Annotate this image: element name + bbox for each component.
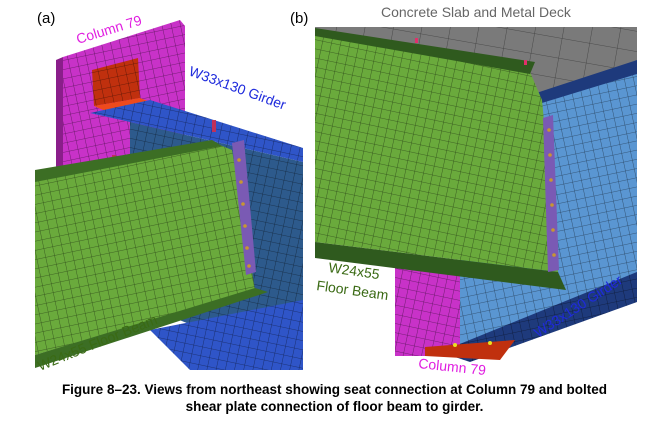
label-column-79-b: Column 79 <box>418 355 487 378</box>
panel-a-tag: (a) <box>37 10 55 27</box>
label-floor-beam-b-line1: W24x55 <box>328 259 381 282</box>
seat-angle <box>92 58 155 112</box>
panel-b: (b) Concrete Slab and Metal Deck <box>290 4 637 378</box>
floor-beam-model-b <box>315 28 566 290</box>
panel-b-tag: (b) <box>290 10 308 27</box>
column-79-model-b <box>395 260 515 360</box>
panel-a: (a) <box>35 10 303 374</box>
figure-image: (a) <box>35 4 637 378</box>
figure-caption: Figure 8–23. Views from northeast showin… <box>0 381 669 415</box>
caption-line-1: Figure 8–23. Views from northeast showin… <box>61 382 608 397</box>
label-slab: Concrete Slab and Metal Deck <box>381 4 572 20</box>
caption-line-2: shear plate connection of floor beam to … <box>185 399 484 414</box>
label-girder-a: W33x130 Girder <box>187 63 289 113</box>
floor-beam-model <box>35 140 268 368</box>
